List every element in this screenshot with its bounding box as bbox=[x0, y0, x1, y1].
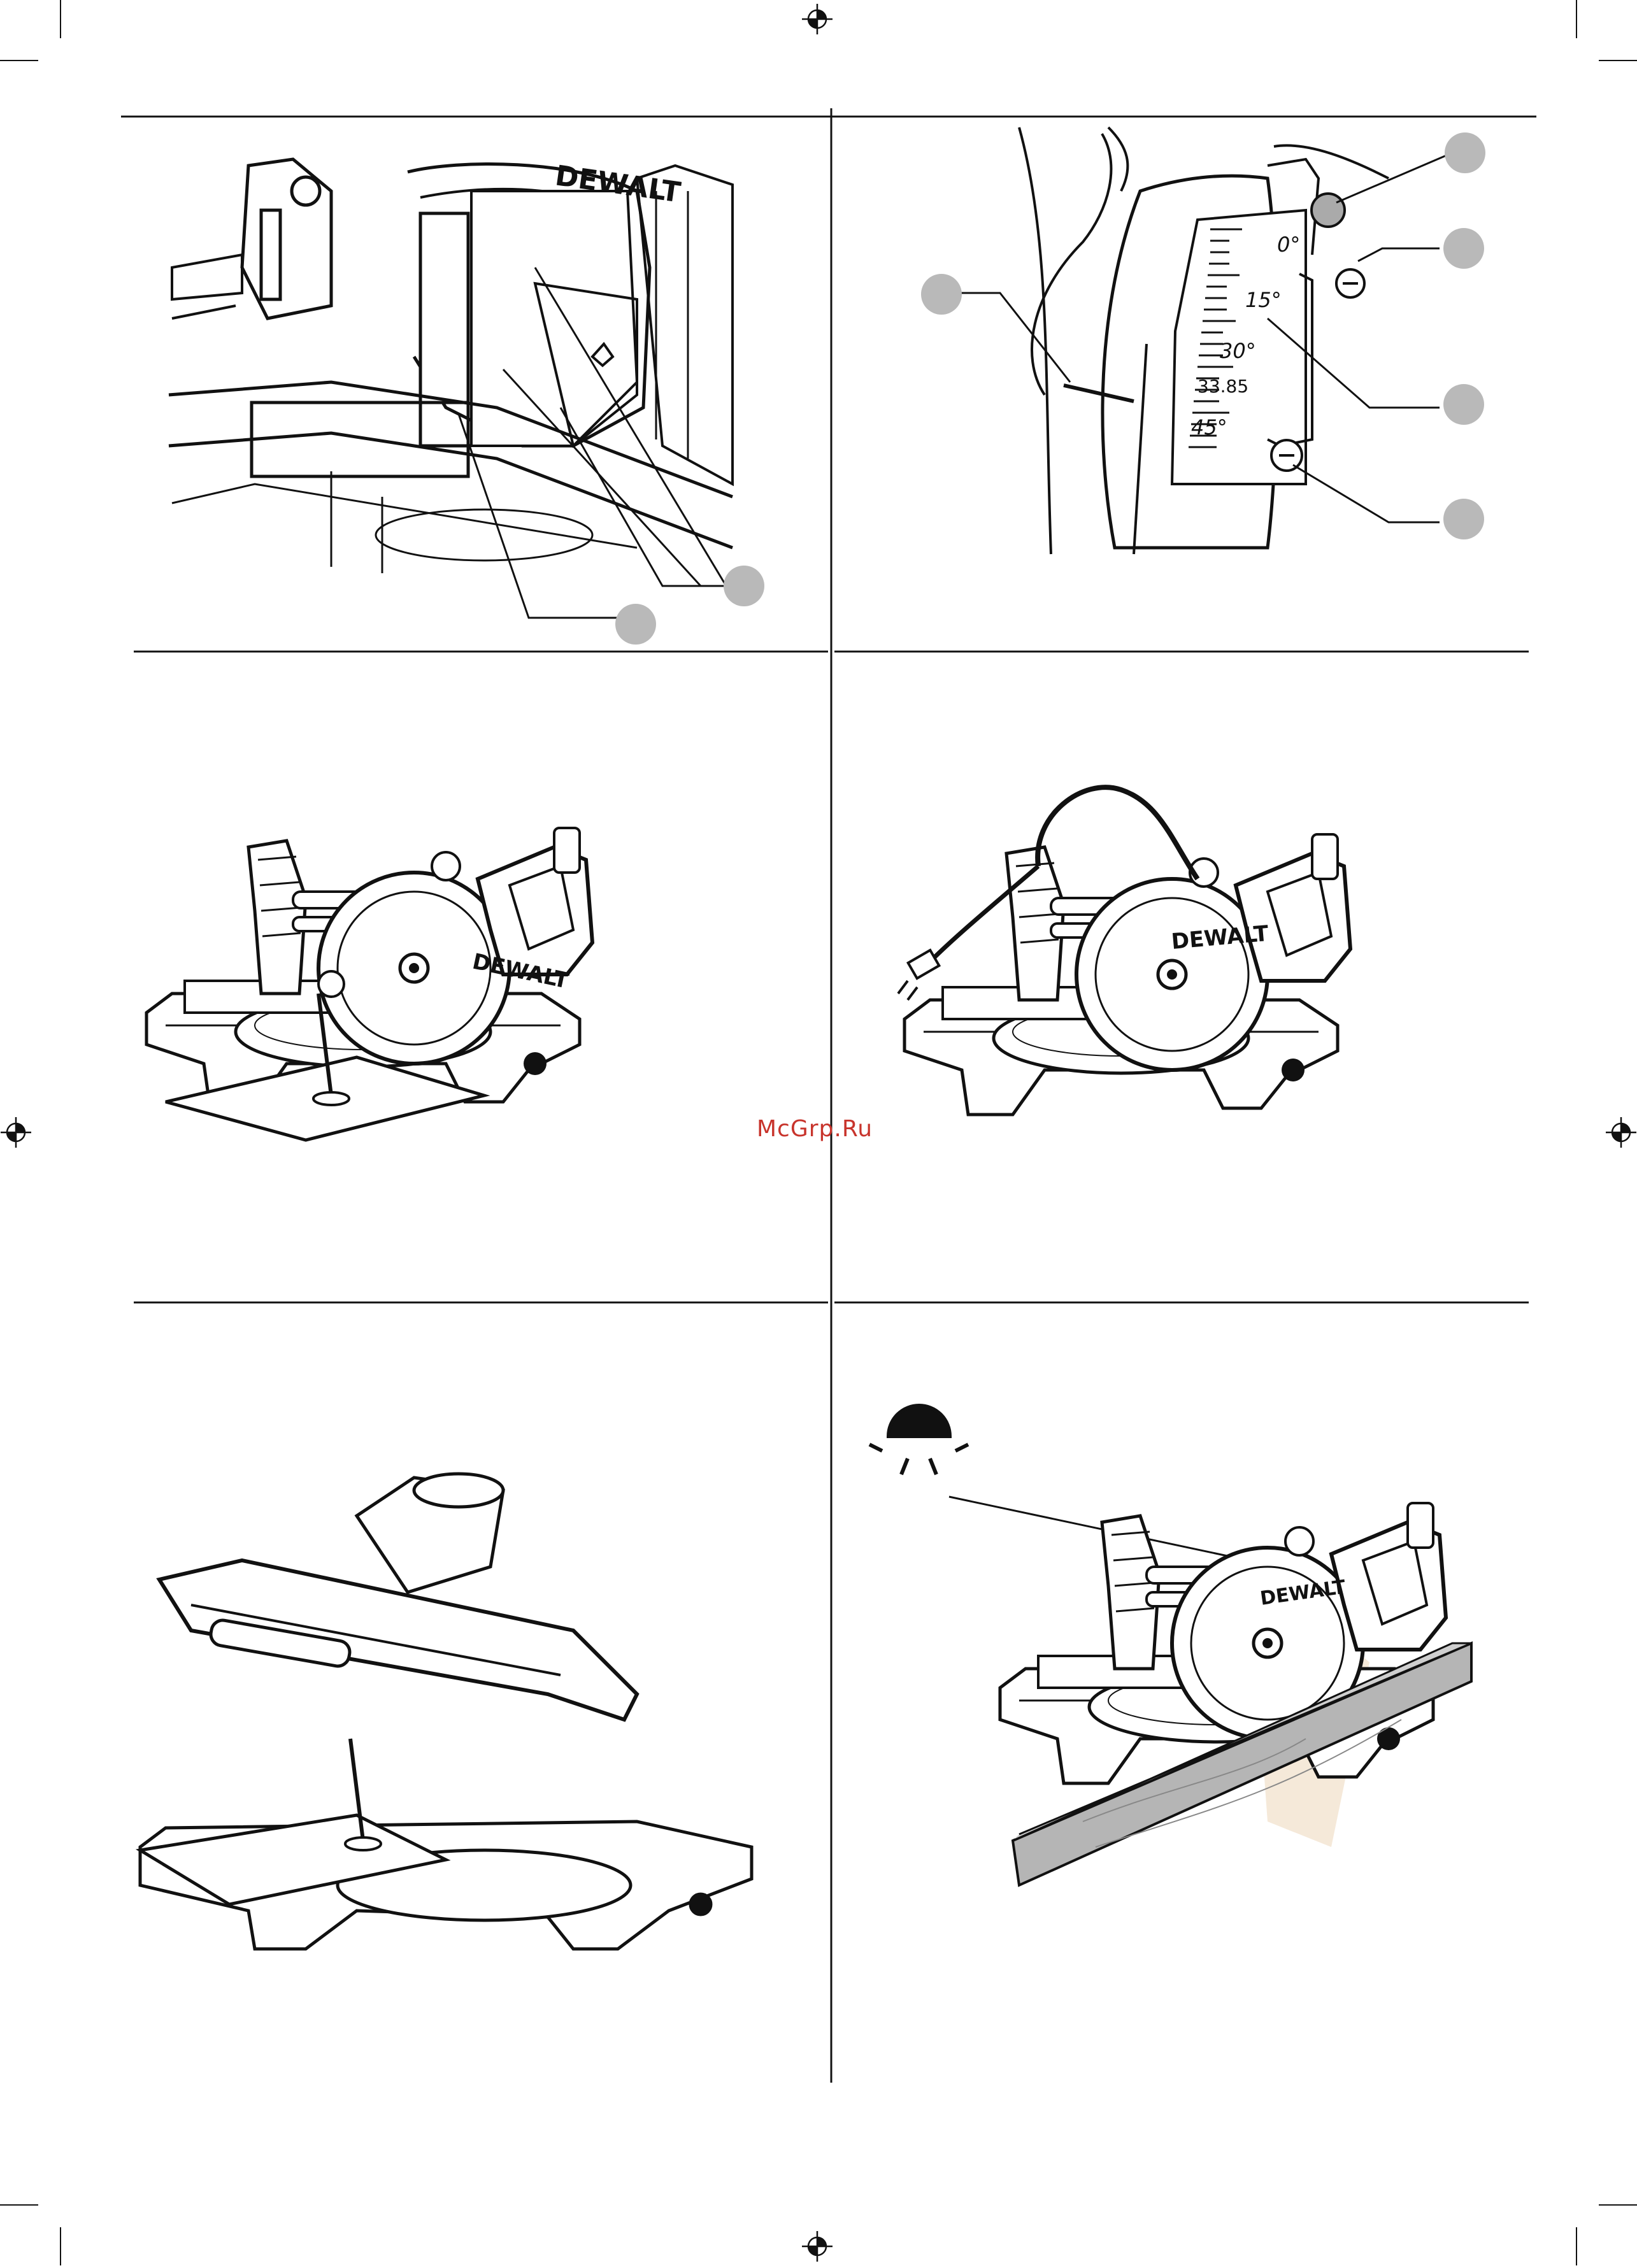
bevel-label-15: 15° bbox=[1245, 288, 1282, 312]
figure-saw-with-cord: DEWALT bbox=[898, 787, 1350, 1115]
callout-marker bbox=[1443, 384, 1484, 425]
figure-bevel-scale bbox=[955, 127, 1452, 554]
callout-marker bbox=[615, 604, 656, 645]
figure-saw-transport bbox=[140, 1474, 752, 1949]
callout-marker bbox=[1443, 499, 1484, 539]
callout-marker bbox=[1445, 132, 1485, 173]
bevel-label-33-85: 33.85 bbox=[1197, 376, 1248, 397]
callout-marker bbox=[1443, 228, 1484, 269]
crosshair-mark-icon bbox=[1606, 1117, 1636, 1148]
figure-blade-square-check: DEWALT bbox=[169, 159, 733, 618]
crosshair-mark-icon bbox=[802, 2231, 833, 2262]
figure-saw-with-clamp: DEWALT bbox=[147, 828, 592, 1140]
watermark: McGrp.Ru bbox=[757, 1116, 873, 1142]
bevel-label-0: 0° bbox=[1277, 232, 1300, 257]
callout-marker bbox=[921, 274, 962, 315]
bevel-label-45: 45° bbox=[1191, 415, 1227, 439]
callout-marker bbox=[724, 566, 764, 606]
crosshair-mark-icon bbox=[802, 4, 833, 34]
sun-light-icon bbox=[869, 1406, 968, 1474]
bevel-label-30: 30° bbox=[1220, 339, 1256, 363]
figure-work-light: DEWALT bbox=[869, 1406, 1471, 1885]
crosshair-mark-icon bbox=[1, 1117, 31, 1148]
